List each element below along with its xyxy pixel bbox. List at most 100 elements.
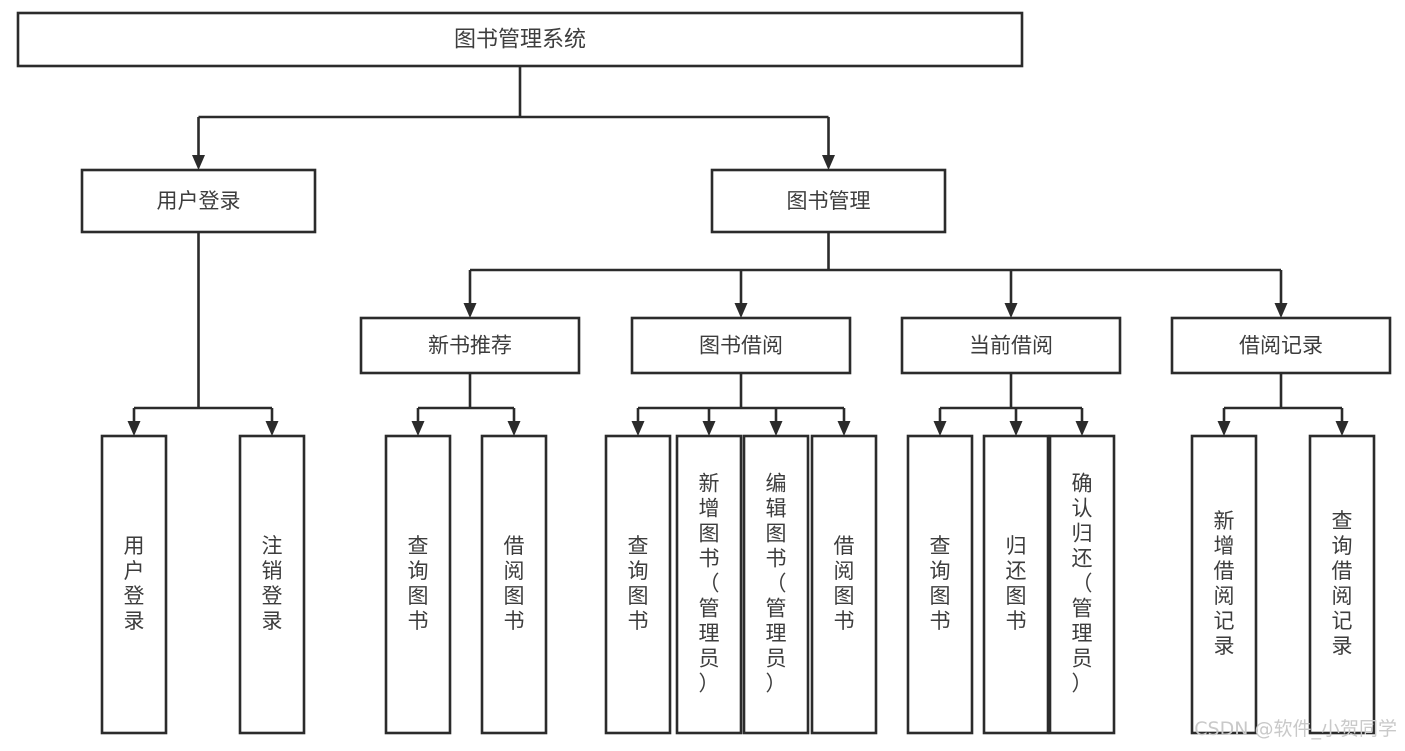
arrow-head-icon [769, 421, 783, 436]
arrow-head-icon [933, 421, 947, 436]
arrow-head-icon [631, 421, 645, 436]
svg-text:阅: 阅 [1332, 584, 1353, 608]
svg-text:销: 销 [262, 559, 283, 583]
node-book-management: 图书管理 [710, 168, 947, 234]
svg-text:询: 询 [628, 559, 649, 583]
svg-text:图: 图 [699, 522, 720, 546]
svg-text:登: 登 [124, 584, 145, 608]
svg-text:录: 录 [124, 609, 145, 633]
svg-text:书: 书 [1006, 609, 1027, 633]
node-box-recommend-query-book[interactable] [384, 434, 452, 735]
svg-text:查: 查 [1332, 509, 1353, 533]
node-box-borrow-query-book[interactable] [604, 434, 672, 735]
node-box-user-login-leaf[interactable] [100, 434, 168, 735]
node-book-borrowing: 图书借阅 [630, 316, 852, 375]
arrow-head-icon [702, 421, 716, 436]
node-box-current-return-book[interactable] [982, 434, 1050, 735]
node-root: 图书管理系统 [16, 11, 1024, 68]
svg-text:图: 图 [504, 584, 525, 608]
arrow-head-icon [1217, 421, 1231, 436]
svg-text:（: （ [1072, 572, 1093, 596]
svg-text:归: 归 [1072, 522, 1093, 546]
node-box-borrow-add-book[interactable] [675, 434, 743, 735]
svg-text:员: 员 [766, 647, 787, 671]
arrow-head-icon [463, 303, 477, 318]
svg-text:登: 登 [262, 584, 283, 608]
arrow-head-icon [265, 421, 279, 436]
svg-text:图: 图 [930, 584, 951, 608]
node-box-query-borrow-record[interactable] [1308, 434, 1376, 735]
svg-text:管: 管 [699, 597, 720, 621]
svg-text:书: 书 [504, 609, 525, 633]
arrow-head-icon [1009, 421, 1023, 436]
svg-text:员: 员 [699, 647, 720, 671]
svg-text:阅: 阅 [504, 559, 525, 583]
node-label-new-book-recommend: 新书推荐 [428, 334, 512, 358]
svg-text:还: 还 [1072, 547, 1093, 571]
svg-text:编: 编 [766, 472, 787, 496]
node-box-root[interactable] [16, 11, 1024, 68]
arrow-head-icon [411, 421, 425, 436]
node-user-login: 用户登录 [80, 168, 317, 234]
node-box-recommend-borrow-book[interactable] [480, 434, 548, 735]
svg-text:记: 记 [1214, 609, 1235, 633]
svg-text:（: （ [766, 572, 787, 596]
svg-text:询: 询 [408, 559, 429, 583]
svg-text:记: 记 [1332, 609, 1353, 633]
svg-text:书: 书 [834, 609, 855, 633]
node-label-root: 图书管理系统 [454, 28, 586, 53]
svg-text:辑: 辑 [766, 497, 787, 521]
node-box-borrow-borrow-book[interactable] [810, 434, 878, 735]
svg-text:查: 查 [408, 534, 429, 558]
svg-text:录: 录 [1332, 634, 1353, 658]
node-user-login-leaf: 用户登录 [100, 434, 168, 735]
node-current-borrowing: 当前借阅 [900, 316, 1122, 375]
node-box-user-logout-leaf[interactable] [238, 434, 306, 735]
svg-text:借: 借 [1214, 559, 1235, 583]
node-label-user-login: 用户登录 [157, 189, 241, 213]
svg-text:图: 图 [408, 584, 429, 608]
svg-text:阅: 阅 [1214, 584, 1235, 608]
svg-text:新: 新 [699, 472, 720, 496]
svg-text:归: 归 [1006, 534, 1027, 558]
svg-text:理: 理 [699, 622, 720, 646]
svg-text:图: 图 [628, 584, 649, 608]
svg-text:询: 询 [1332, 534, 1353, 558]
svg-text:书: 书 [628, 609, 649, 633]
svg-text:管: 管 [1072, 597, 1093, 621]
svg-text:认: 认 [1072, 497, 1093, 521]
svg-text:图: 图 [834, 584, 855, 608]
svg-text:书: 书 [930, 609, 951, 633]
svg-text:书: 书 [766, 547, 787, 571]
arrow-head-icon [1075, 421, 1089, 436]
node-box-current-borrowing[interactable] [900, 316, 1122, 375]
svg-text:确: 确 [1072, 472, 1093, 496]
arrow-head-icon [822, 155, 835, 170]
node-label-current-borrowing: 当前借阅 [969, 334, 1053, 358]
csdn-watermark: CSDN @软件_小贺同学 [1194, 718, 1397, 740]
svg-text:书: 书 [699, 547, 720, 571]
svg-text:录: 录 [1214, 634, 1235, 658]
node-box-current-query-book[interactable] [906, 434, 974, 735]
svg-text:图: 图 [1006, 584, 1027, 608]
node-box-borrow-edit-book[interactable] [742, 434, 810, 735]
svg-text:还: 还 [1006, 559, 1027, 583]
arrow-head-icon [837, 421, 851, 436]
node-box-user-login[interactable] [80, 168, 317, 234]
arrow-head-icon [192, 155, 205, 170]
svg-text:借: 借 [1332, 559, 1353, 583]
svg-text:询: 询 [930, 559, 951, 583]
svg-text:）: ） [699, 672, 720, 696]
